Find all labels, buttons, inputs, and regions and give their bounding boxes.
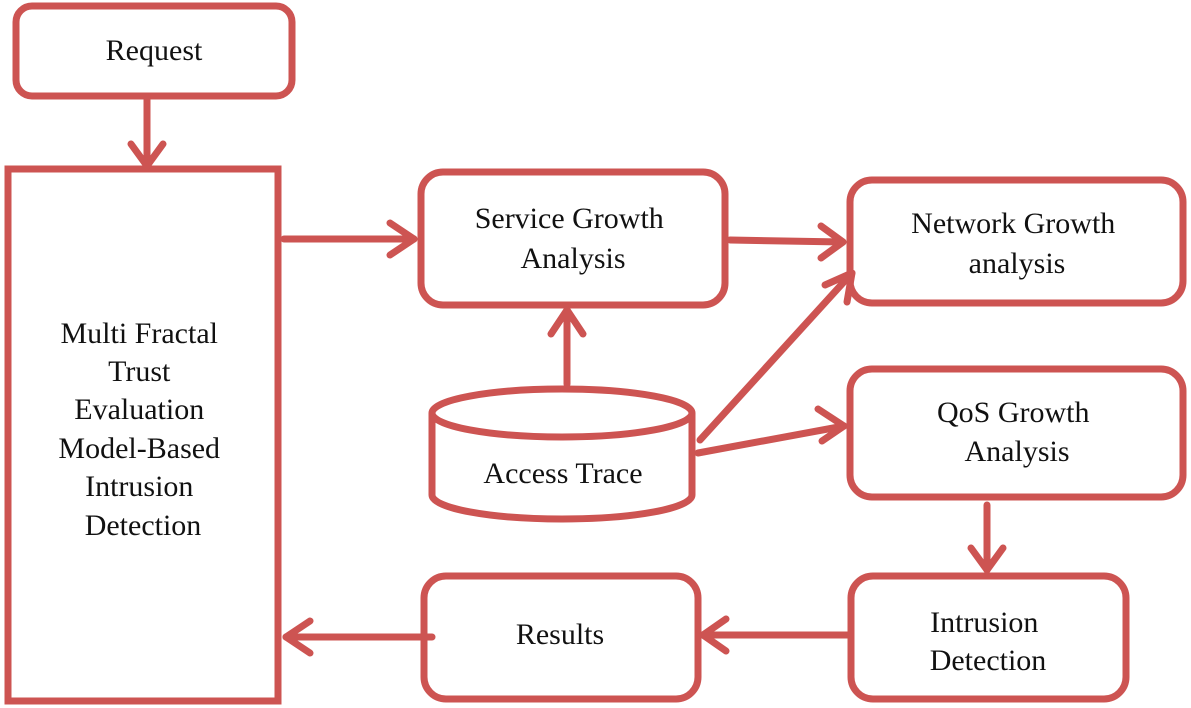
- arrow-qos-to-intrusion: [967, 501, 1007, 574]
- mft-box: [4, 165, 282, 705]
- request-label: Request: [106, 34, 203, 67]
- arrow-intrusion-to-results: [699, 615, 852, 655]
- intrusion-detection-box: [847, 572, 1130, 703]
- arrow-request-to-mft: [127, 94, 167, 170]
- arrow-results-to-mft: [282, 617, 436, 657]
- network-growth-label: Network Growth analysis: [911, 207, 1123, 280]
- arrow-access-to-qos: [694, 405, 848, 457]
- access-trace-label: Access Trace: [483, 457, 642, 490]
- qos-growth-label: QoS Growth Analysis: [937, 396, 1097, 468]
- request-box: [12, 2, 296, 100]
- arrow-access-to-network: [696, 269, 856, 444]
- arrow-mft-to-service: [280, 219, 418, 259]
- qos-growth-box: [846, 365, 1187, 501]
- arrow-access-to-service: [547, 306, 587, 388]
- service-growth-box: [417, 168, 729, 309]
- results-label: Results: [516, 618, 604, 651]
- arrow-service-to-network: [726, 222, 847, 262]
- access-trace-cylinder: [428, 385, 696, 523]
- service-growth-label: Service Growth Analysis: [475, 202, 672, 275]
- intrusion-detection-label: Intrusion Detection: [930, 606, 1047, 677]
- mft-label: Multi Fractal Trust Evaluation Model-Bas…: [58, 317, 227, 542]
- network-growth-box: [846, 176, 1187, 307]
